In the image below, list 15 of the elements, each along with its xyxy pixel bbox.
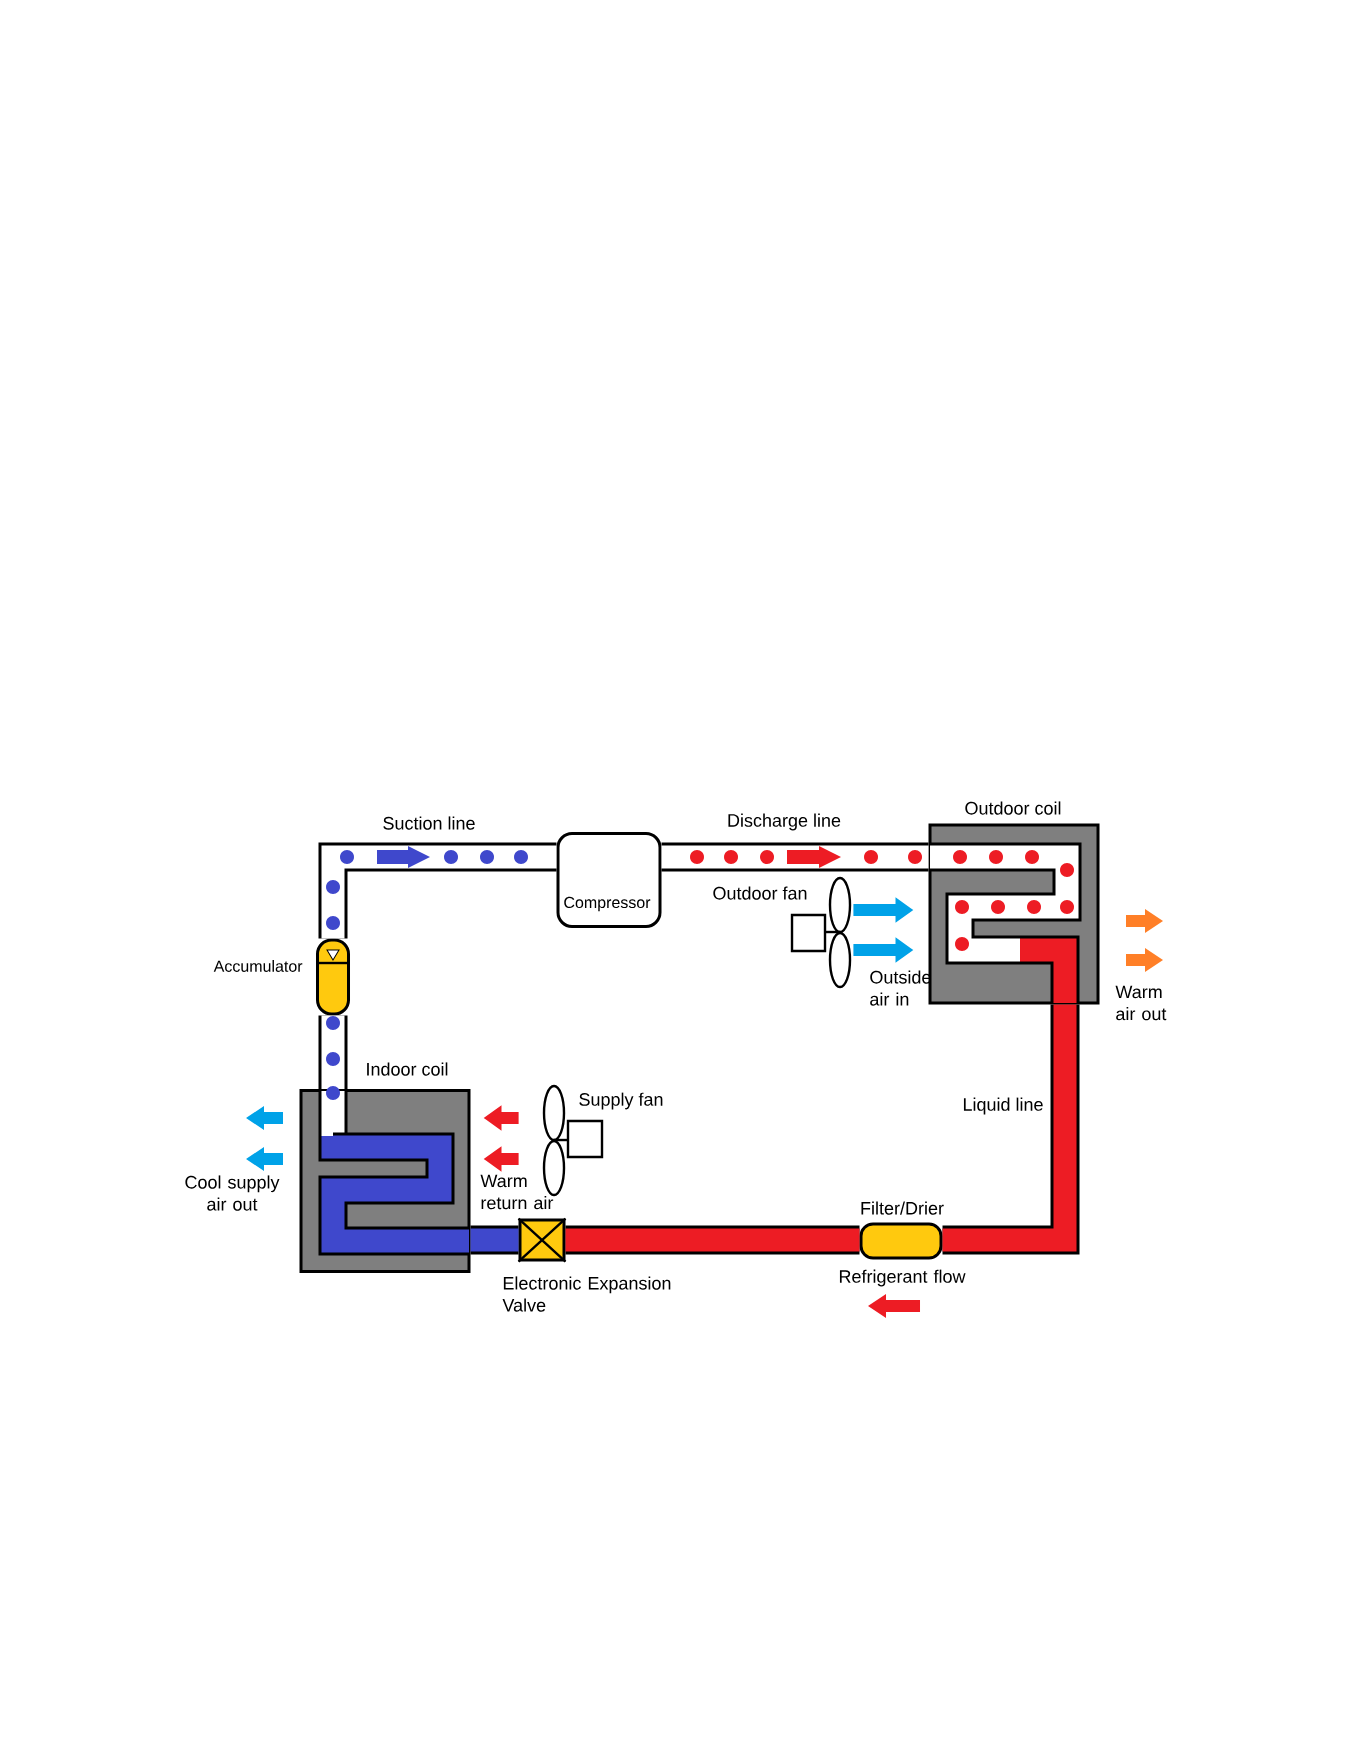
edge-label: Liquid line [963, 1097, 1043, 1115]
component-label: Outdoor coil [965, 801, 1061, 815]
component-label: Filter/Drier [861, 1201, 944, 1215]
note-text: Outside air in [870, 970, 931, 1006]
edge-label: Suction line [383, 816, 475, 830]
note-text: Cool supply air out [185, 1175, 280, 1211]
edge-label: Discharge line [728, 813, 841, 831]
component-label: Outdoor fan [713, 886, 807, 900]
component-label: Accumulator [213, 960, 303, 972]
component-label: Indoor coil [367, 1062, 448, 1076]
component-label: Electronic Expansion Valve [502, 1276, 671, 1312]
note-text: Warm air out [1115, 985, 1167, 1021]
compressor-box: Compressor [556, 832, 662, 928]
component-label: Supply fan [579, 1092, 663, 1110]
note-text: Warm return air [480, 1174, 554, 1210]
